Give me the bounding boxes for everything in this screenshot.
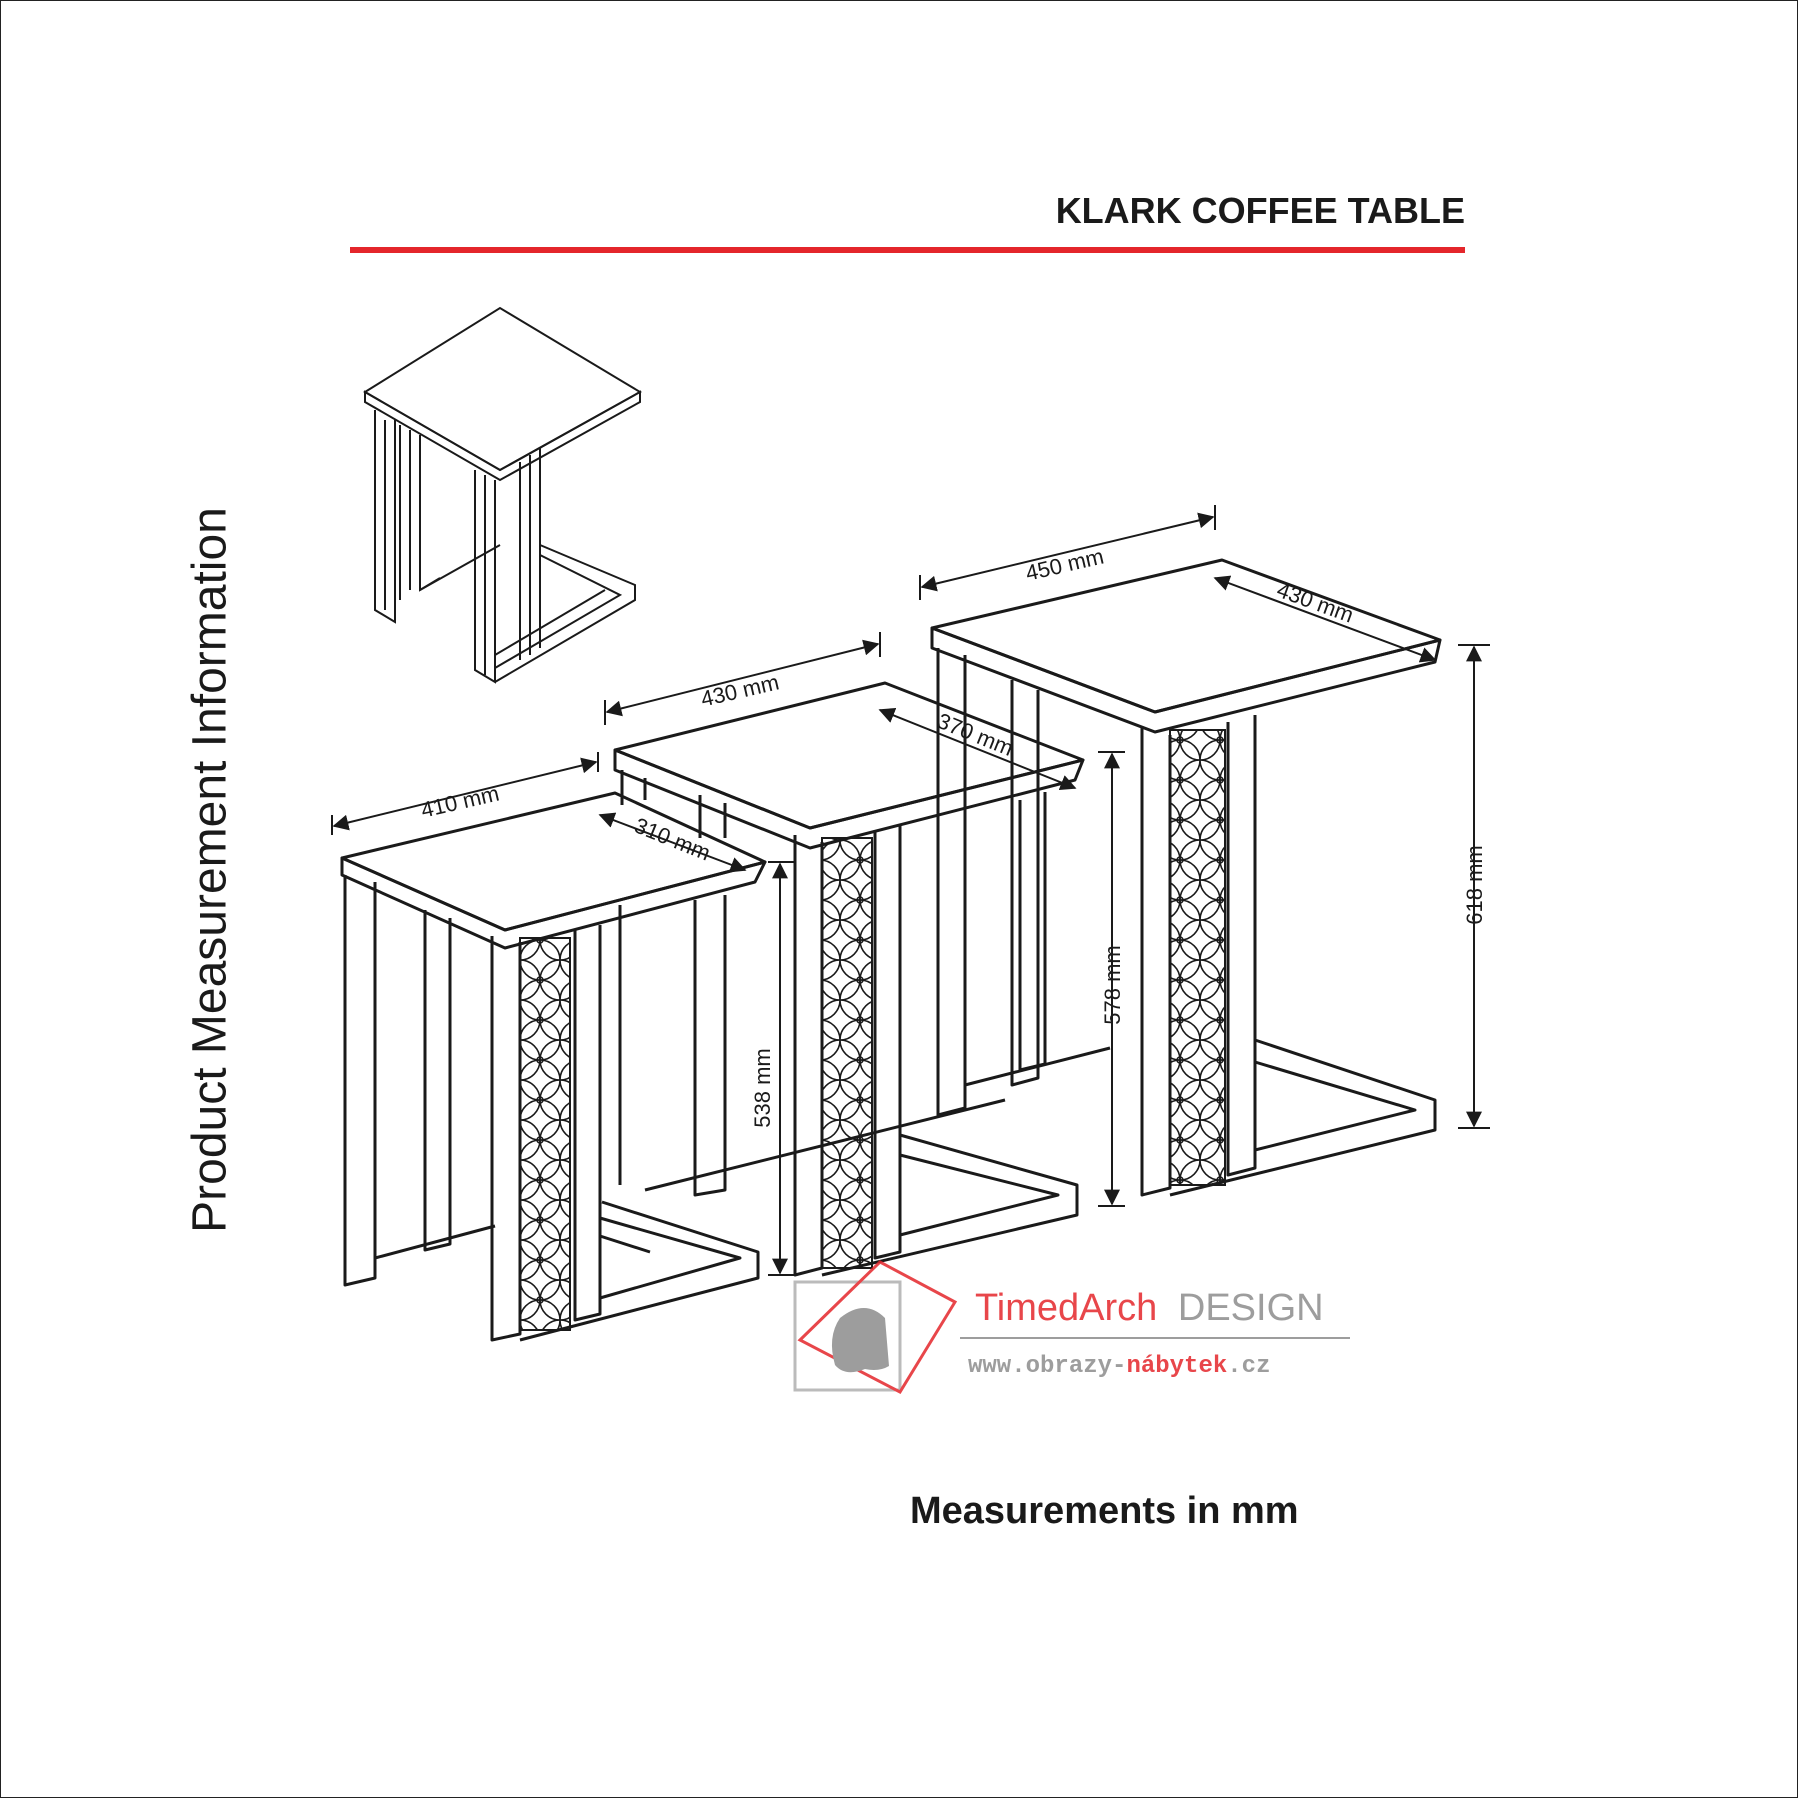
watermark-url-part3: .cz: [1227, 1353, 1270, 1380]
product-title: KLARK COFFEE TABLE: [1055, 190, 1465, 231]
watermark-logo: TimedArch DESIGN www.obrazy-nábytek.cz: [793, 1260, 1350, 1394]
small-table: [340, 791, 767, 1342]
large-depth-label: 430 mm: [1274, 577, 1357, 628]
watermark-brand-part2: DESIGN: [1178, 1287, 1324, 1329]
medium-height-label: 578 mm: [1100, 945, 1125, 1024]
dimension-lines: [331, 505, 1490, 1276]
small-width-label: 410 mm: [418, 781, 501, 823]
svg-text:www.obrazy-nábytek.cz: www.obrazy-nábytek.cz: [968, 1353, 1270, 1380]
medium-width-label: 430 mm: [698, 669, 781, 711]
medium-depth-label: 370 mm: [934, 708, 1017, 761]
large-height-label: 618 mm: [1462, 845, 1487, 924]
svg-text:TimedArch DESIGN: TimedArch DESIGN: [975, 1287, 1324, 1329]
title-underline: [350, 247, 1465, 253]
nested-tables-thumbnail: [363, 306, 642, 684]
watermark-url-part2: nábytek: [1126, 1353, 1227, 1380]
units-note: Measurements in mm: [910, 1490, 1299, 1532]
large-width-label: 450 mm: [1023, 543, 1106, 585]
watermark-brand-part1: TimedArch: [975, 1287, 1157, 1329]
watermark-url-part1: www.obrazy-: [968, 1353, 1126, 1380]
small-height-label: 538 mm: [750, 1048, 775, 1127]
large-table: [930, 558, 1442, 1197]
